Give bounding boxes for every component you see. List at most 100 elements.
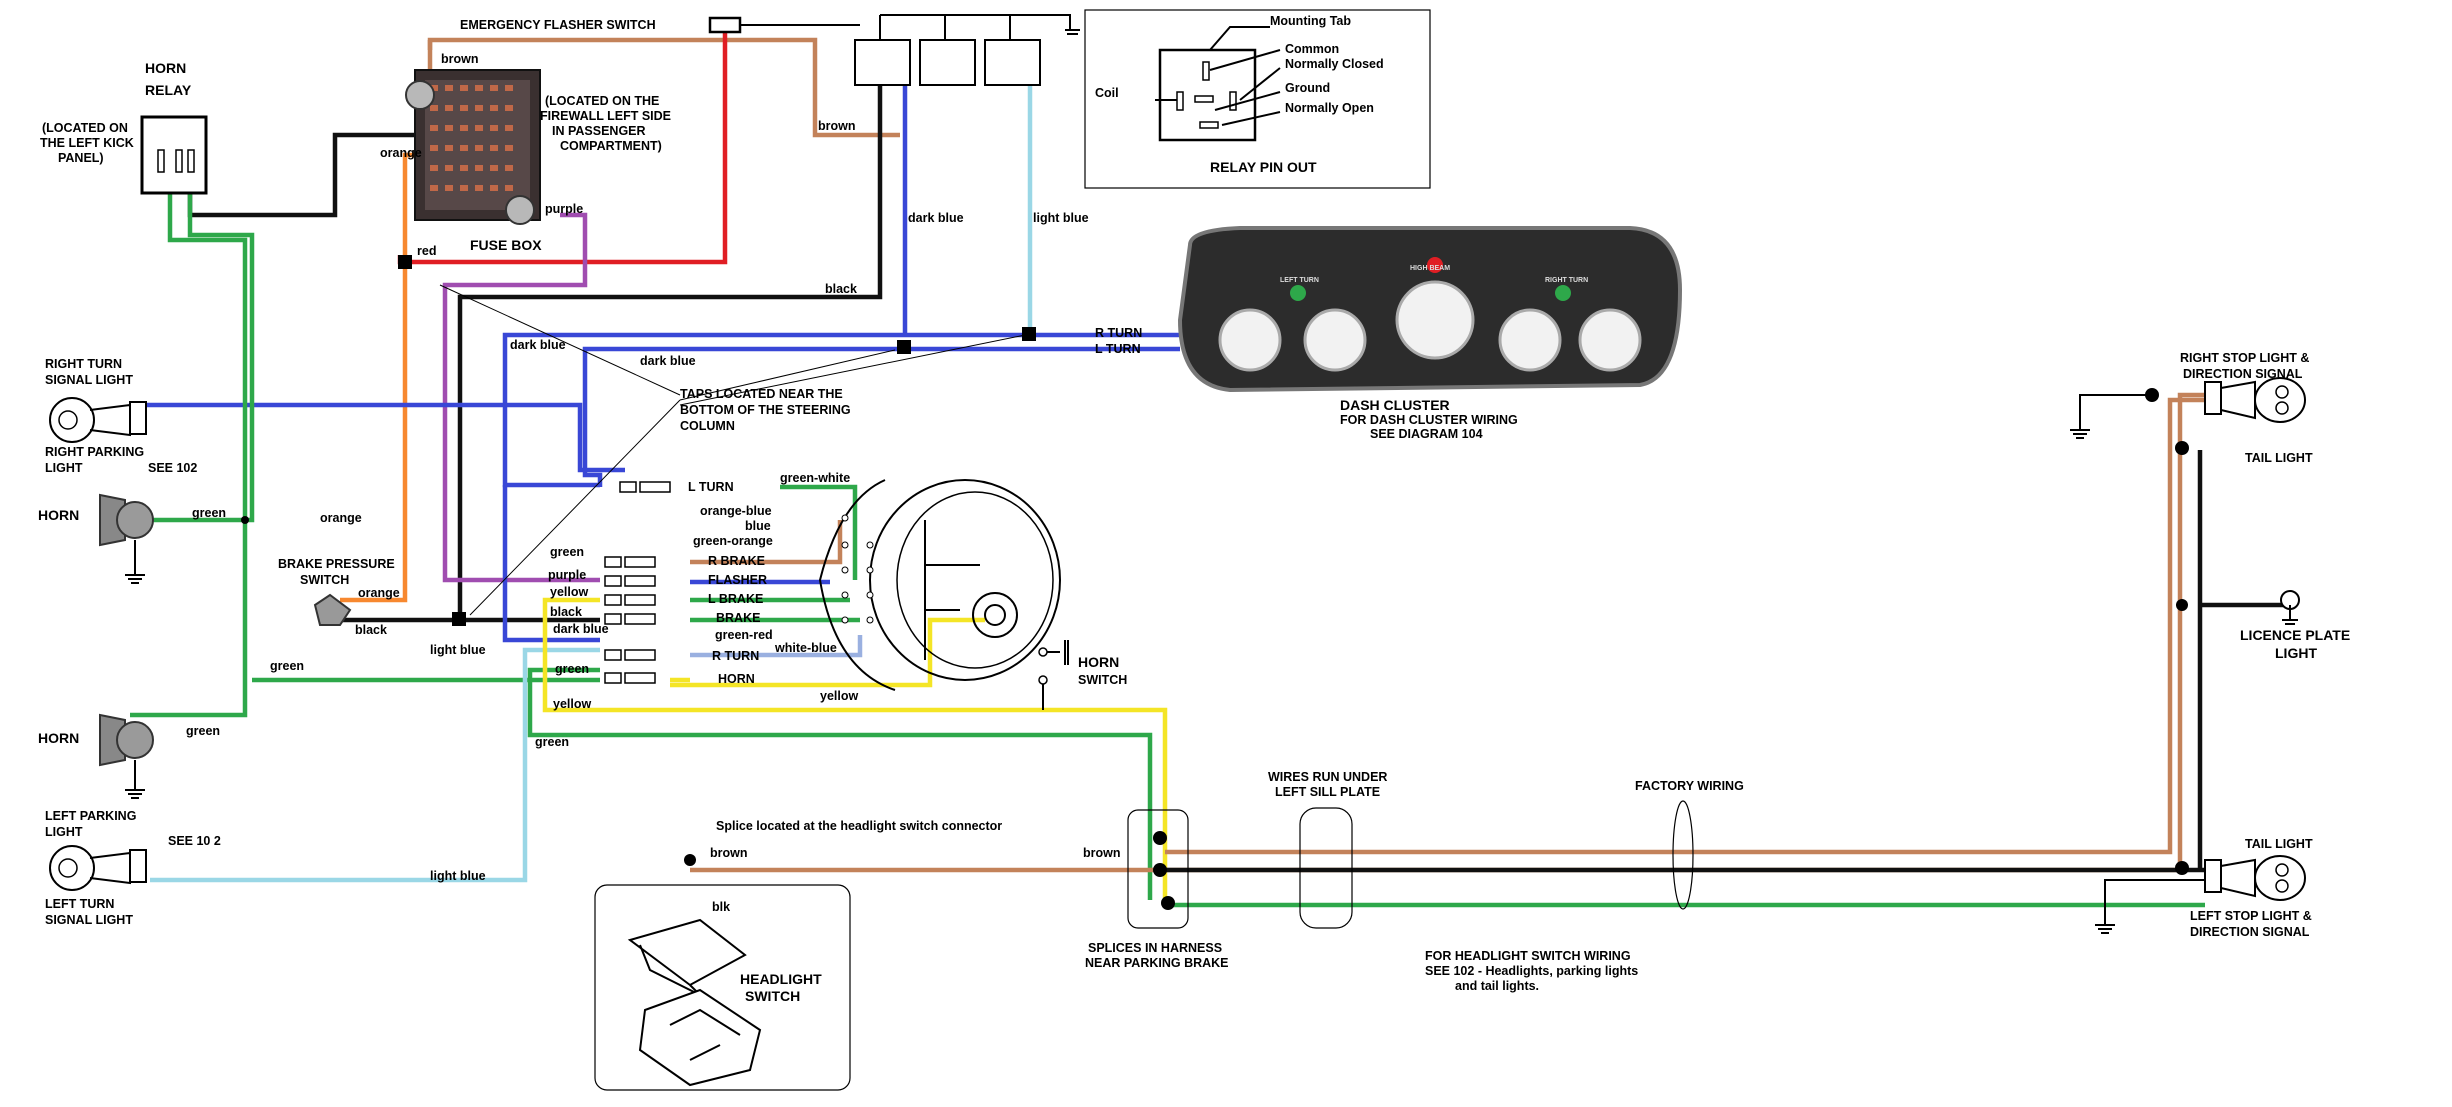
wire-purple <box>442 212 600 583</box>
wires-run-label-2: LEFT SILL PLATE <box>1275 785 1380 799</box>
dash-cluster-sub-2: SEE DIAGRAM 104 <box>1370 427 1483 441</box>
wires <box>125 30 2285 908</box>
relay-pin-out-title: RELAY PIN OUT <box>1210 159 1317 175</box>
factory-wiring-marker <box>1672 800 1694 910</box>
wire-labels: orange purple red black dark blue light … <box>186 146 1744 993</box>
label-horn-pin: HORN <box>718 672 755 686</box>
tail-light-upper-label: TAIL LIGHT <box>2245 451 2313 465</box>
dash-cluster-title: DASH CLUSTER <box>1340 397 1450 413</box>
left-parking-label-1: LEFT PARKING <box>45 809 136 823</box>
emergency-flasher-label: EMERGENCY FLASHER SWITCH <box>460 18 656 32</box>
label-light-blue-flasher: light blue <box>1033 211 1089 225</box>
headlight-switch-label-1: HEADLIGHT <box>740 971 822 987</box>
brake-pressure-label-1: BRAKE PRESSURE <box>278 557 395 571</box>
wire-dark-blue-right-turn <box>145 402 625 473</box>
mounting-tab-label: Mounting Tab <box>1270 14 1351 28</box>
headlight-note-3: and tail lights. <box>1455 979 1539 993</box>
left-parking-label-2: LIGHT <box>45 825 83 839</box>
label-r-brake-pin: R BRAKE <box>708 554 765 568</box>
junction-red <box>398 255 412 269</box>
fuse-loc-3: IN PASSENGER <box>552 124 646 138</box>
left-stop-label-1: LEFT STOP LIGHT & <box>2190 909 2312 923</box>
junctions <box>241 255 2189 910</box>
label-orange-fuse: orange <box>380 146 422 160</box>
fuse-loc-2: FIREWALL LEFT SIDE <box>540 109 671 123</box>
wire-orange <box>340 152 420 603</box>
horn-relay-title-2: RELAY <box>145 82 192 98</box>
junction-splice-3 <box>1161 896 1175 910</box>
brake-black-label: black <box>355 623 387 637</box>
wire-r-turn <box>502 332 1180 488</box>
ground-label: Ground <box>1285 81 1330 95</box>
right-turn-label-2: SIGNAL LIGHT <box>45 373 133 387</box>
taps-leader-4 <box>469 399 681 616</box>
gauge-4 <box>1578 308 1642 372</box>
label-brown-splice: brown <box>1083 846 1121 860</box>
gauge-3 <box>1498 308 1562 372</box>
label-yellow-steer: yellow <box>550 585 588 599</box>
wire-green-splice <box>527 667 1153 900</box>
label-green-steer-2: green <box>555 662 589 676</box>
label-brake-pin: BRAKE <box>716 611 760 625</box>
splices-label-1: SPLICES IN HARNESS <box>1088 941 1222 955</box>
fuse-loc-4: COMPARTMENT) <box>560 139 662 153</box>
brake-pressure-switch: BRAKE PRESSURE SWITCH orange black <box>278 557 400 637</box>
junction-horn-upper <box>241 516 249 524</box>
label-l-turn-dash: L TURN <box>1095 342 1141 356</box>
label-red: red <box>417 244 436 258</box>
gauge-right-turn-label: RIGHT TURN <box>1545 277 1588 284</box>
label-black-main: black <box>825 282 857 296</box>
horn-relay-title-1: HORN <box>145 60 186 76</box>
right-parking-label-1: RIGHT PARKING <box>45 445 144 459</box>
licence-plate-label-1: LICENCE PLATE <box>2240 627 2350 643</box>
label-yellow-horn: yellow <box>820 689 858 703</box>
common-label: Common <box>1285 42 1339 56</box>
left-parking-light: LEFT PARKING LIGHT LEFT TURN SIGNAL LIGH… <box>45 809 221 927</box>
label-orange-blue: orange-blue <box>700 504 772 518</box>
dash-cluster-sub-1: FOR DASH CLUSTER WIRING <box>1340 413 1518 427</box>
label-green-splice: green <box>535 735 569 749</box>
right-turn-signal-light: RIGHT TURN SIGNAL LIGHT RIGHT PARKING LI… <box>45 357 197 475</box>
wire-brown-rear <box>690 392 2205 873</box>
fuse-box: FUSE BOX (LOCATED ON THE FIREWALL LEFT S… <box>405 69 671 253</box>
wire-dark-blue-down <box>502 485 600 643</box>
sill-plate-marker <box>1299 807 1353 929</box>
blk-label: blk <box>712 900 730 914</box>
label-white-blue: white-blue <box>774 641 837 655</box>
see-10-2-label: SEE 10 2 <box>168 834 221 848</box>
label-green-red: green-red <box>715 628 773 642</box>
right-parking-label-2: LIGHT <box>45 461 83 475</box>
label-black-steer: black <box>550 605 582 619</box>
label-flasher-pin: FLASHER <box>708 573 767 587</box>
headlight-switch: HEADLIGHT SWITCH blk <box>594 884 851 1091</box>
brake-orange-label: orange <box>358 586 400 600</box>
wire-brown-rear-top <box>1165 397 2220 855</box>
fuse-brown-label: brown <box>441 52 479 66</box>
junction-headlight <box>684 854 696 866</box>
taps-leader-3 <box>679 334 1026 406</box>
splices-label-2: NEAR PARKING BRAKE <box>1085 956 1229 970</box>
wires-run-label-1: WIRES RUN UNDER <box>1268 770 1387 784</box>
horn-upper: HORN <box>38 493 154 584</box>
splice-headlight-label: Splice located at the headlight switch c… <box>716 819 1002 833</box>
licence-plate-light: LICENCE PLATE LIGHT <box>2240 590 2350 661</box>
left-turn-label-2: SIGNAL LIGHT <box>45 913 133 927</box>
dash-cluster: LEFT TURN RIGHT TURN HIGH BEAM DASH CLUS… <box>1177 226 1683 441</box>
taps-leader-2 <box>679 349 896 401</box>
label-yellow-steer-2: yellow <box>553 697 591 711</box>
taps-label-3: COLUMN <box>680 419 735 433</box>
taps-label-2: BOTTOM OF THE STEERING <box>680 403 851 417</box>
wire-l-turn <box>582 346 1180 487</box>
headlight-note-1: FOR HEADLIGHT SWITCH WIRING <box>1425 949 1631 963</box>
wire-white-blue <box>690 635 863 658</box>
fuse-loc-1: (LOCATED ON THE <box>545 94 659 108</box>
wire-green-white <box>780 484 858 580</box>
relay-pin-out: Mounting Tab Common Normally Closed Coil… <box>1084 9 1431 189</box>
junction-light-blue <box>1022 327 1036 341</box>
label-dark-blue-flasher: dark blue <box>908 211 964 225</box>
label-dark-blue-steer: dark blue <box>553 622 609 636</box>
horn-switch-sub: SWITCH <box>1078 673 1127 687</box>
right-turn-indicator <box>1555 285 1571 301</box>
